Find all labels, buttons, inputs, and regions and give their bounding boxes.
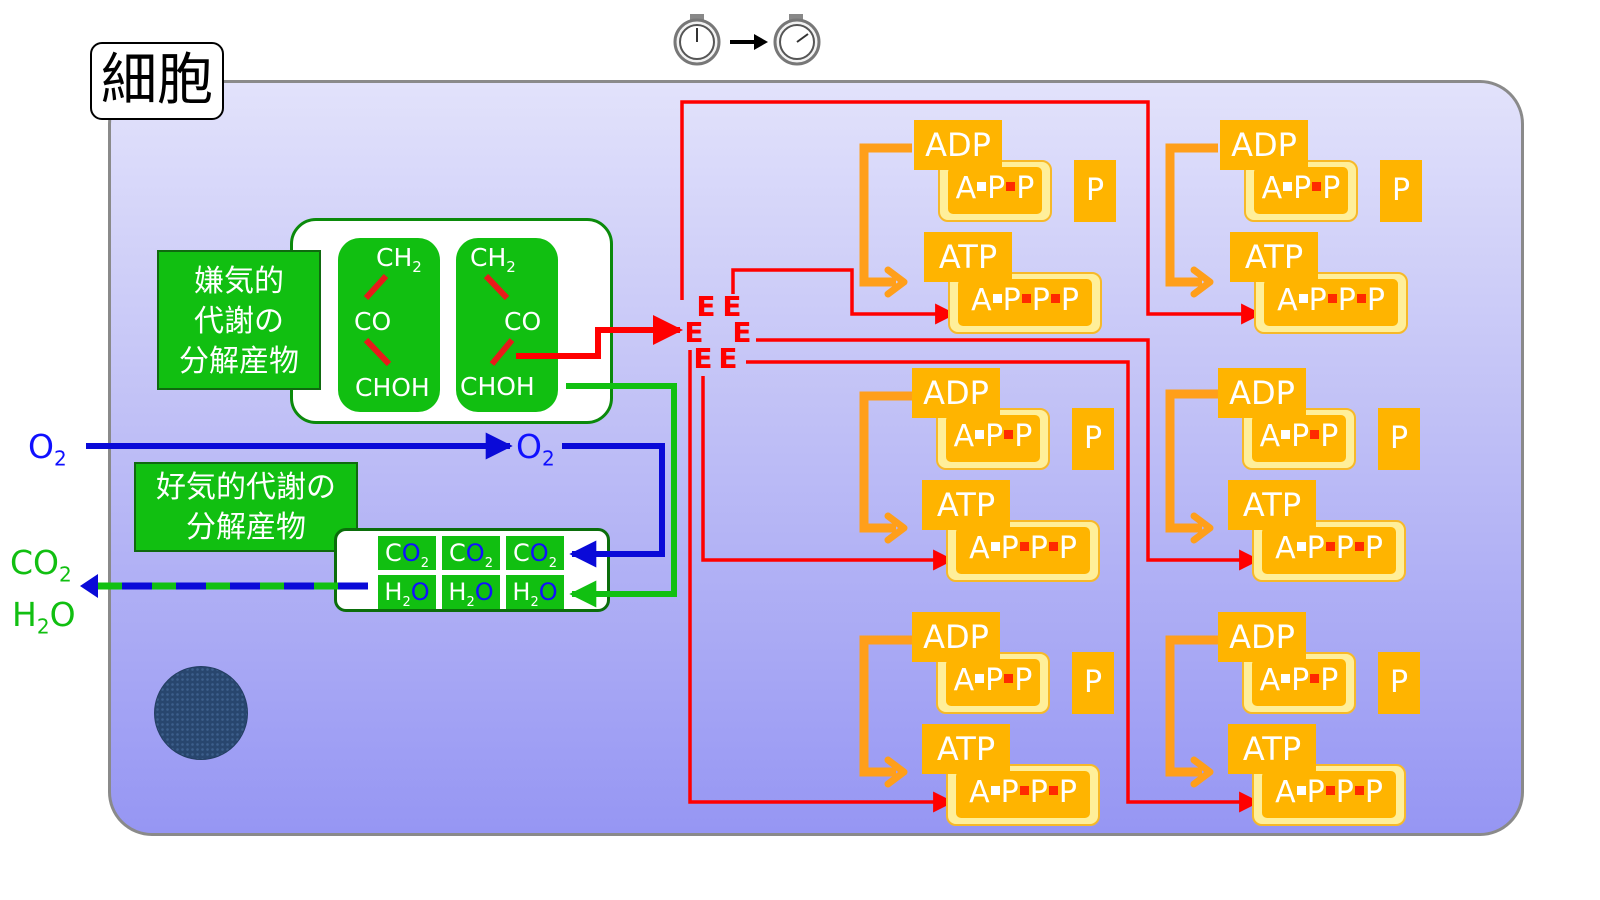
phosphate-box: P [1380,160,1422,222]
bond-mark [1048,786,1058,795]
bond-mark [1327,294,1337,303]
co2-cell: CO2 [506,536,564,571]
bond-mark [975,674,985,683]
phosphate-box: P [1378,408,1420,470]
stopwatch-start-icon [673,14,721,66]
atp-label: ATP [922,480,1010,530]
bond-mark [1283,182,1293,191]
molecule-right [456,238,558,412]
bond-mark [1298,294,1308,303]
molecule-left-co: CO [354,307,392,336]
bond-mark [1019,786,1029,795]
atp-label: ATP [1228,724,1316,774]
anaerobic-label: 嫌気的 代謝の 分解産物 [157,250,321,390]
bond-mark [990,542,1000,551]
h2o-cell: H2O [506,575,564,610]
anaerobic-label-line-3: 分解産物 [179,344,299,379]
bond-mark [1019,542,1029,551]
molecule-left-ch2: CH2 [376,243,422,277]
bond-mark [1050,294,1060,303]
phosphate-box: P [1378,652,1420,714]
stopwatch-end-icon [773,14,821,66]
adp-label: ADP [914,120,1002,170]
arrow-right-icon [730,34,768,50]
energy-letter: E [722,290,742,323]
bond-mark [1281,674,1291,683]
atp-label: ATP [922,724,1010,774]
bond-mark [1356,294,1366,303]
aerobic-label-line-1: 好気的代謝の [156,470,336,505]
molecule-right-ch2: CH2 [470,243,516,277]
atp-label: ATP [924,232,1012,282]
energy-letter: E [693,342,713,375]
co2-output-label: CO2 [10,543,72,587]
atp-label: ATP [1230,232,1318,282]
bond-mark [975,430,985,439]
bond-mark [1296,786,1306,795]
aerobic-label-line-2: 分解産物 [186,510,306,545]
bond-mark [992,294,1002,303]
energy-letter: E [684,316,704,349]
bond-mark [1004,430,1014,439]
phosphate-box: P [1072,408,1114,470]
bond-mark [1048,542,1058,551]
bond-mark [1310,430,1320,439]
bond-mark [1354,786,1364,795]
o2-external-label: O2 [28,427,67,471]
anaerobic-label-line-2: 代謝の [194,304,284,339]
h2o-output-label: H2O [12,595,76,639]
phosphate-box: P [1074,160,1116,222]
co2-cell: CO2 [442,536,500,571]
adp-label: ADP [912,368,1000,418]
adp-label: ADP [1218,612,1306,662]
energy-letter: E [732,316,752,349]
bond-mark [1312,182,1322,191]
molecule-right-co: CO [504,307,542,336]
adp-label: ADP [1218,368,1306,418]
anaerobic-label-line-1: 嫌気的 [194,264,284,299]
co2-cell: CO2 [378,536,436,571]
energy-letter: E [696,290,716,323]
molecule-left [338,238,440,412]
output-arrowhead [80,574,98,598]
cell-title: 細胞 [90,42,224,120]
bond-mark [990,786,1000,795]
bond-mark [1354,542,1364,551]
bond-mark [1281,430,1291,439]
nucleus [154,666,248,760]
adp-label: ADP [912,612,1000,662]
bond-mark [1325,786,1335,795]
bond-mark [1310,674,1320,683]
bond-mark [1296,542,1306,551]
molecule-left-choh: CHOH [355,373,430,402]
energy-letter: E [718,342,738,375]
atp-label: ATP [1228,480,1316,530]
adp-label: ADP [1220,120,1308,170]
bond-mark [977,182,987,191]
molecule-right-choh: CHOH [460,372,535,401]
bond-mark [1021,294,1031,303]
bond-mark [1325,542,1335,551]
o2-internal-label: O2 [516,427,555,471]
phosphate-box: P [1072,652,1114,714]
aerobic-label: 好気的代謝の 分解産物 [134,462,358,552]
bond-mark [1004,674,1014,683]
h2o-cell: H2O [442,575,500,610]
bond-mark [1006,182,1016,191]
h2o-cell: H2O [378,575,436,610]
